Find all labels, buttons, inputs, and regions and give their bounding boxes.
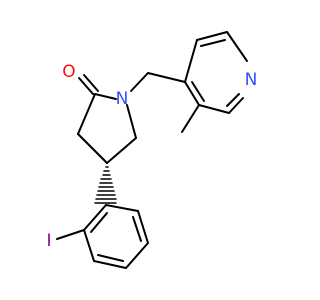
bond-c5-c4	[106, 137, 137, 164]
atom-label-iodine: I	[46, 231, 51, 251]
bond-py-n2-c2	[228, 97, 244, 114]
bond-ar-i	[56, 229, 85, 240]
bond-ar-c2-c3-inner	[132, 216, 142, 242]
bond-c2-o1-a	[78, 77, 94, 95]
bond-ar-c4-c5-inner	[97, 254, 124, 262]
bond-ar-c6-c1-inner	[90, 212, 108, 233]
atom-label-pyridine-nitrogen: N	[245, 70, 258, 90]
bond-py-c5-c6	[196, 31, 228, 41]
bond-ch2-c4py	[147, 72, 186, 83]
bond-ar-c4-c5	[93, 260, 127, 269]
bond-c3-c2	[77, 93, 96, 135]
bond-ar-c2-c3	[137, 210, 149, 244]
bond-py-c3-c4-inner	[191, 81, 205, 102]
bond-ar-c3-c4	[125, 242, 149, 269]
stereo-hash-wedge	[94, 166, 117, 204]
bond-ar-c5-c6	[83, 229, 95, 262]
bond-py-c2-c3	[198, 104, 230, 114]
atom-label-amide-nitrogen: N	[116, 89, 129, 109]
bond-c2-o1-b	[83, 74, 99, 92]
atom-label-oxygen: O	[62, 62, 75, 82]
bond-py-methyl	[181, 104, 200, 133]
bond-layer	[56, 31, 248, 269]
bond-py-n2-c2-inner	[226, 93, 240, 107]
bond-py-c3-c4	[184, 81, 200, 106]
bond-c4-c3	[77, 133, 108, 164]
bond-py-c4-c5	[184, 39, 198, 83]
bond-ar-c1-c2	[105, 204, 139, 212]
bond-n1-c5	[126, 104, 137, 139]
structure-canvas: O N N I	[46, 31, 257, 269]
bond-py-c5-c6-inner	[200, 39, 226, 47]
atom-label-layer: O N N I	[46, 62, 257, 251]
bond-c2-n1	[94, 93, 117, 100]
bond-ar-c6-c1	[83, 204, 107, 231]
bond-n1-ch2	[130, 72, 149, 92]
molecule-structure: O N N I	[46, 31, 257, 269]
bond-py-c6-n2	[226, 31, 248, 62]
